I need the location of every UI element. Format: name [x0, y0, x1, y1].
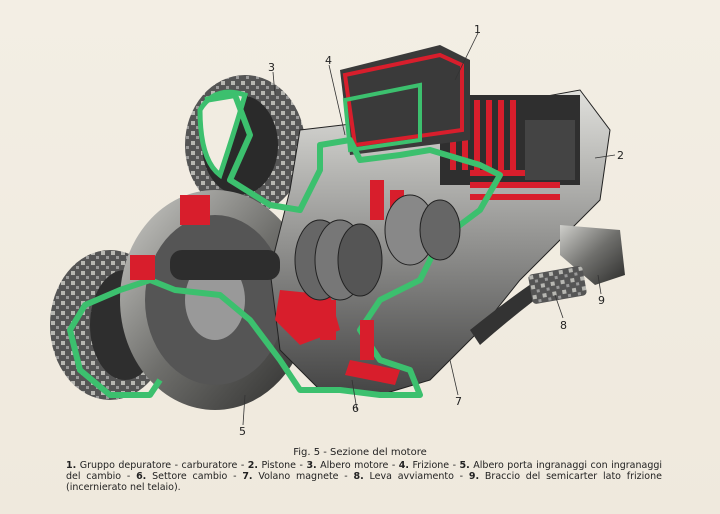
callout-3: 3 — [268, 61, 275, 74]
gear-stack — [294, 194, 461, 301]
callout-9: 9 — [598, 294, 605, 307]
legend-num-3: 3. — [306, 460, 317, 471]
callout-7: 7 — [455, 395, 462, 408]
legend-text-5: Albero porta ingranaggi con ingranaggi d… — [66, 460, 663, 482]
legend-num-5: 5. — [459, 460, 470, 471]
legend-num-6: 6. — [136, 471, 147, 482]
callout-8: 8 — [560, 319, 567, 332]
callout-5: 5 — [239, 425, 246, 438]
legend-text-2: Pistone — [261, 460, 297, 471]
legend-num-7: 7. — [242, 471, 253, 482]
legend-text-8: Leva avviamento — [369, 471, 454, 482]
legend-text-9: Braccio del semicarter lato frizione (in… — [66, 471, 662, 493]
kickstart-lever — [470, 265, 587, 345]
callout-1: 1 — [474, 23, 481, 36]
swing-arm — [560, 225, 625, 285]
legend-num-8: 8. — [353, 471, 364, 482]
legend-num-9: 9. — [468, 471, 480, 482]
callout-6: 6 — [352, 402, 359, 415]
callout-2: 2 — [617, 149, 624, 162]
legend-num-2: 2. — [247, 460, 258, 471]
engine-section-illustration — [50, 32, 625, 426]
legend-text-7: Volano magnete — [258, 471, 339, 482]
figure-legend: 1. Gruppo depuratore - carburatore - 2. … — [66, 460, 663, 493]
legend-text-1: Gruppo depuratore - carburatore — [79, 460, 238, 471]
legend-num-1: 1. — [66, 460, 77, 471]
callout-4: 4 — [325, 54, 332, 67]
shaft — [170, 250, 280, 280]
legend-text-6: Settore cambio — [152, 471, 228, 482]
legend-text-4: Frizione — [412, 460, 450, 471]
legend-text-3: Albero motore — [320, 460, 389, 471]
legend-num-4: 4. — [398, 460, 409, 471]
piston-shape — [525, 120, 575, 180]
figure-caption-title: Fig. 5 - Sezione del motore — [293, 447, 427, 458]
carburetor-housing — [340, 45, 470, 155]
callout-leaders — [242, 32, 616, 426]
